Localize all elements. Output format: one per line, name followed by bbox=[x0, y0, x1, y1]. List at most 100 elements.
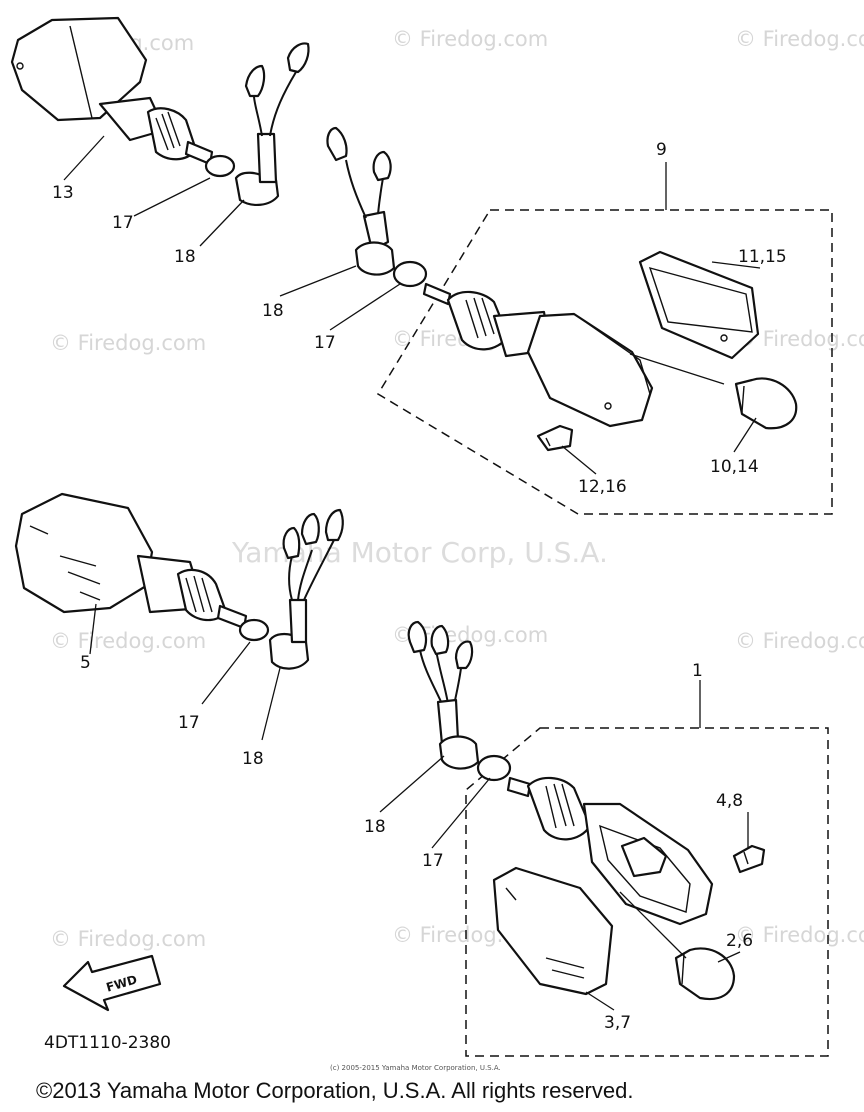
lens-screw-hole bbox=[720, 334, 728, 342]
leader-line bbox=[629, 353, 725, 385]
wire-connector-tip bbox=[430, 624, 450, 656]
turn-signal-front-left-assembly bbox=[10, 16, 310, 206]
turn-signal-lens-3-7 bbox=[492, 866, 614, 996]
leader-line bbox=[717, 951, 741, 963]
callout-12-16: 12,16 bbox=[578, 477, 627, 497]
wire-connector-tip bbox=[454, 640, 474, 670]
nut-17 bbox=[476, 754, 512, 782]
callout-13: 13 bbox=[52, 183, 74, 203]
leader-line bbox=[711, 261, 761, 269]
stalk-thread bbox=[422, 282, 452, 306]
leader-line bbox=[585, 991, 615, 1011]
leader-line bbox=[561, 445, 597, 475]
housing-inner bbox=[599, 824, 691, 913]
callout-18: 18 bbox=[364, 817, 386, 837]
lens-texture bbox=[29, 525, 101, 601]
turn-signal-lens-13 bbox=[10, 16, 148, 122]
lens-edge-line bbox=[69, 25, 93, 119]
leader-line bbox=[733, 417, 757, 453]
bulb-base-line bbox=[681, 953, 685, 985]
watermark-layer: © Firedog.com © Firedog.com © Firedog.co… bbox=[38, 27, 864, 951]
bulb-socket bbox=[620, 836, 668, 878]
leader-line bbox=[279, 265, 357, 297]
watermark-firedog: © Firedog.com bbox=[50, 331, 206, 355]
signal-stalk-rubber bbox=[526, 776, 592, 841]
watermark-firedog: © Firedog.com bbox=[735, 629, 864, 653]
callout-18: 18 bbox=[174, 247, 196, 267]
watermark-firedog: © Firedog.com bbox=[50, 927, 206, 951]
turn-signal-rear-right-assembly bbox=[407, 620, 766, 1001]
wire-connector-tip bbox=[244, 64, 266, 98]
leader-line bbox=[261, 667, 281, 741]
watermark-firedog: © Firedog.com bbox=[735, 923, 864, 947]
turn-signal-lens-11-15 bbox=[638, 250, 760, 360]
wire-connector-tip bbox=[407, 620, 428, 654]
leader-line bbox=[329, 283, 401, 331]
stalk-ribs bbox=[545, 783, 575, 829]
nut-17 bbox=[392, 260, 428, 288]
grommet-18 bbox=[438, 735, 480, 770]
stalk-thread bbox=[506, 776, 532, 798]
wire-boot bbox=[288, 598, 308, 644]
wire-connector-tip bbox=[282, 526, 301, 560]
housing-screw-hole bbox=[604, 402, 612, 410]
leader-line bbox=[379, 755, 445, 813]
callout-9: 9 bbox=[656, 140, 667, 160]
callout-3-7: 3,7 bbox=[604, 1013, 631, 1033]
leader-line bbox=[133, 177, 211, 217]
turn-signal-rear-left-assembly bbox=[326, 126, 798, 452]
lens-screw-hole bbox=[16, 62, 24, 70]
callout-4-8: 4,8 bbox=[716, 791, 743, 811]
fwd-arrow-shape bbox=[62, 954, 162, 1012]
wire-connector-tip bbox=[324, 508, 344, 542]
stalk-ribs bbox=[185, 575, 213, 613]
lens-inner-edge bbox=[648, 266, 753, 333]
callout-18: 18 bbox=[242, 749, 264, 769]
leader-line bbox=[431, 777, 491, 849]
callout-17: 17 bbox=[112, 213, 134, 233]
watermark-firedog: © Firedog.com bbox=[735, 27, 864, 51]
leader-line bbox=[63, 135, 105, 181]
turn-signal-front-right-assembly bbox=[14, 492, 344, 670]
nut-17 bbox=[204, 154, 236, 178]
screw-slot bbox=[545, 437, 551, 447]
callout-17: 17 bbox=[422, 851, 444, 871]
wire-connector-tip bbox=[300, 512, 320, 546]
turn-signal-housing bbox=[526, 312, 654, 428]
wire-connector-tip bbox=[286, 42, 310, 74]
housing-edge bbox=[579, 317, 651, 395]
stalk-ribs bbox=[465, 297, 495, 339]
small-copyright: (c) 2005-2015 Yamaha Motor Corporation, … bbox=[330, 1064, 501, 1072]
wire-connector-tip bbox=[372, 150, 392, 182]
diagram-code: 4DT1110-2380 bbox=[44, 1033, 171, 1053]
leader-line bbox=[89, 603, 97, 655]
stalk-ribs bbox=[155, 111, 181, 151]
callout-17: 17 bbox=[178, 713, 200, 733]
signal-wires bbox=[288, 539, 335, 601]
wire-connector-tip bbox=[326, 126, 348, 162]
leader-line bbox=[619, 891, 687, 959]
screw-slot bbox=[743, 851, 749, 865]
assembly-boundary-1 bbox=[465, 727, 829, 1057]
watermark-firedog: © Firedog.com bbox=[392, 27, 548, 51]
screw-12-16 bbox=[536, 424, 574, 452]
lens-texture bbox=[505, 887, 585, 979]
assembly-boundary-9 bbox=[376, 209, 833, 515]
wire-boot bbox=[256, 132, 278, 184]
callout-17: 17 bbox=[314, 333, 336, 353]
nut-17 bbox=[238, 618, 270, 642]
footer-copyright: ©2013 Yamaha Motor Corporation, U.S.A. A… bbox=[36, 1078, 633, 1103]
screw-4-8 bbox=[732, 844, 766, 874]
grommet-18 bbox=[354, 241, 396, 276]
callout-11-15: 11,15 bbox=[738, 247, 787, 267]
callout-18: 18 bbox=[262, 301, 284, 321]
watermark-firedog: © Firedog.com bbox=[50, 629, 206, 653]
callout-1: 1 bbox=[692, 661, 703, 681]
callout-2-6: 2,6 bbox=[726, 931, 753, 951]
bulb-10-14 bbox=[734, 377, 798, 430]
turn-signal-lens-5 bbox=[14, 492, 154, 614]
leader-line bbox=[199, 199, 245, 247]
callout-5: 5 bbox=[80, 653, 91, 673]
bulb-base-line bbox=[741, 385, 745, 413]
